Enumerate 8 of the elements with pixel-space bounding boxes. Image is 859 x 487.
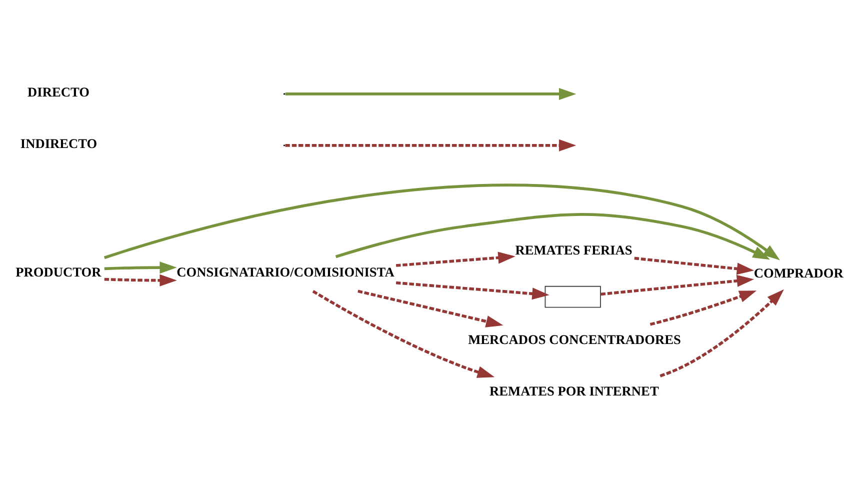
node-text: MERCADOS CONCENTRADORES — [468, 332, 681, 348]
node-text: REMATES FERIAS — [515, 242, 632, 258]
node-text: REMATES POR INTERNET — [490, 384, 659, 399]
node-text: PRODUCTOR — [16, 264, 102, 280]
node-text: COMPRADOR — [754, 266, 844, 281]
legend-label: DIRECTO — [28, 84, 90, 100]
node-text: CONSIGNATARIO/COMISIONISTA — [176, 264, 394, 280]
legend-label: INDIRECTO — [20, 136, 98, 151]
